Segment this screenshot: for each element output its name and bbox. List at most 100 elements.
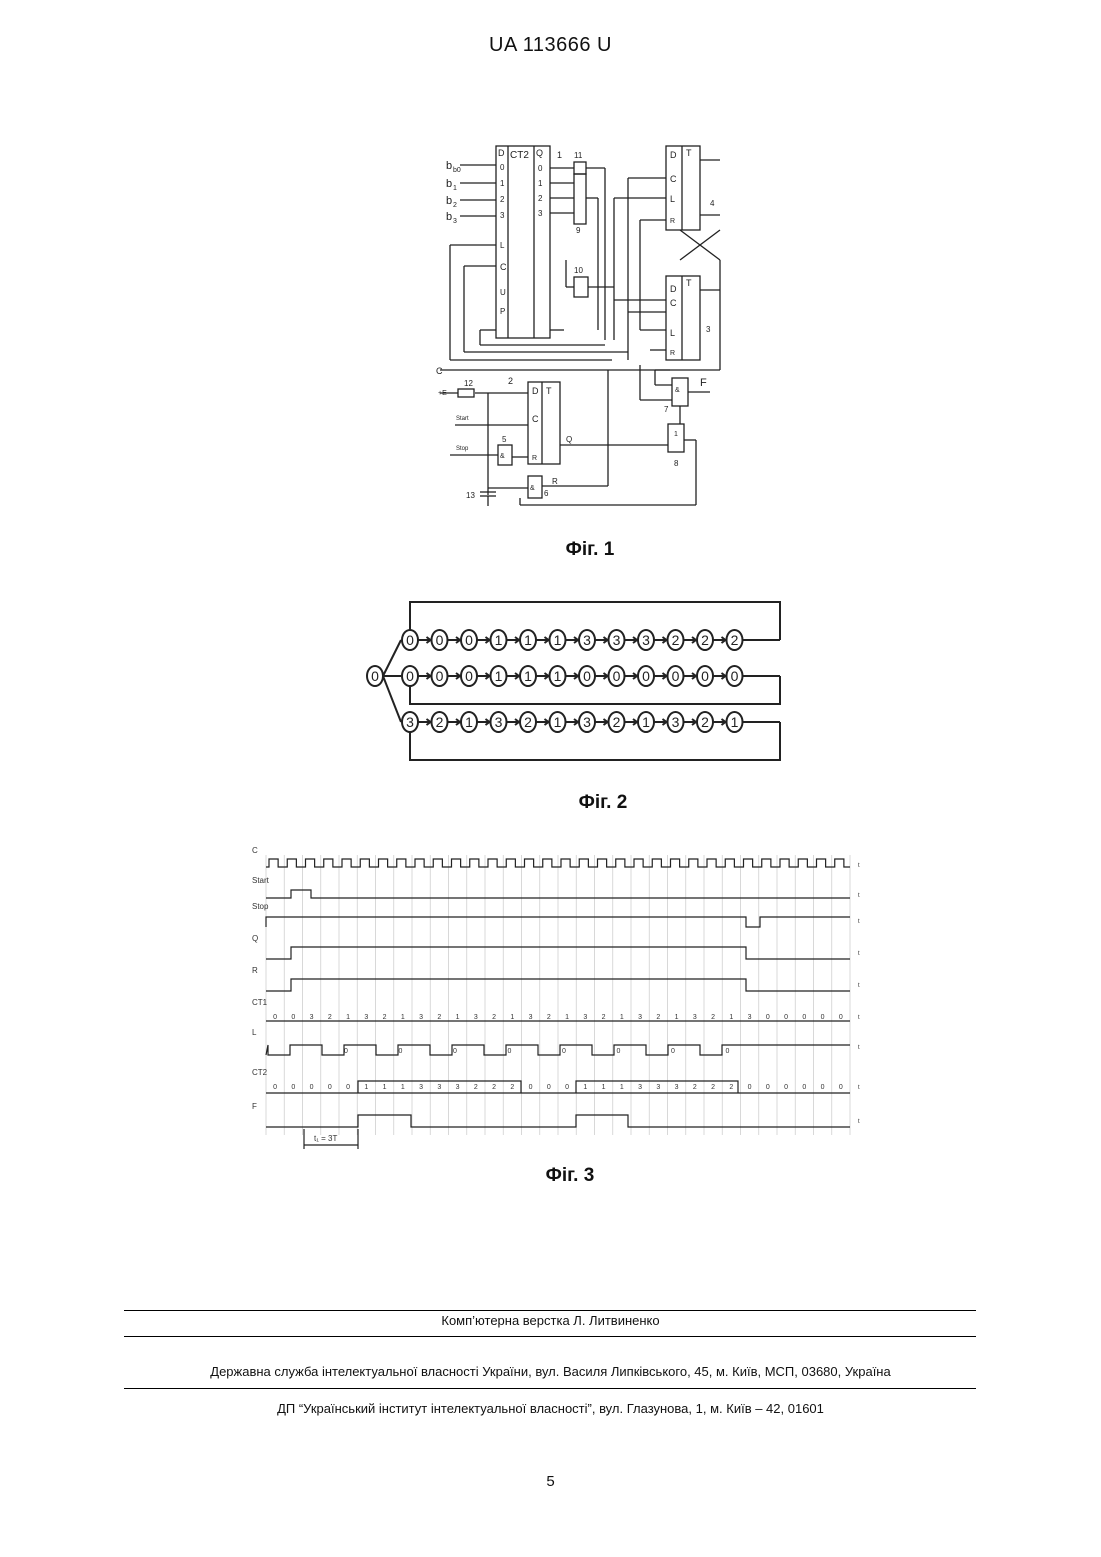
fig3-ct2-value: 0	[310, 1084, 314, 1091]
svg-text:R: R	[670, 218, 675, 225]
fig3-ct1-value: 1	[565, 1014, 569, 1021]
fig3-ct1-value: 1	[510, 1014, 514, 1021]
fig2-state-label: 3	[495, 714, 503, 730]
svg-text:12: 12	[464, 379, 473, 388]
svg-text:D: D	[498, 148, 505, 158]
svg-text:U: U	[500, 288, 506, 297]
fig2-state-label: 2	[731, 632, 739, 648]
fig3-ct1-value: 3	[474, 1014, 478, 1021]
footer-institute-address: ДП “Український інститут інтелектуальної…	[0, 1401, 1101, 1416]
fig2-state-label: 2	[701, 714, 709, 730]
svg-text:3: 3	[500, 211, 505, 220]
fig2-state-label: 0	[406, 668, 414, 684]
fig3-ct2-value: 0	[346, 1084, 350, 1091]
fig3-ct2-value: 0	[273, 1084, 277, 1091]
footer-service-address: Державна служба інтелектуальної власност…	[0, 1364, 1101, 1379]
fig3-time-mark: t	[858, 951, 860, 957]
fig2-state-label: 3	[672, 714, 680, 730]
fig3-ct2-value: 1	[364, 1084, 368, 1091]
fig2-state-label: 1	[731, 714, 739, 730]
footer-typesetting: Комп’ютерна верстка Л. Литвиненко	[0, 1313, 1101, 1328]
fig2-state-label: 1	[524, 632, 532, 648]
fig3-ct1-value: 3	[419, 1014, 423, 1021]
fig3-ct2-value: 3	[437, 1084, 441, 1091]
fig2-state-label: 1	[642, 714, 650, 730]
fig2-branch	[383, 676, 401, 722]
fig2-state-label: 0	[583, 668, 591, 684]
element-8	[668, 424, 684, 452]
fig3-l-value: 0	[344, 1048, 348, 1055]
svg-text:D: D	[532, 386, 539, 396]
footer-rule-top	[124, 1310, 976, 1311]
page-number: 5	[0, 1473, 1101, 1490]
fig2-state-label: 2	[613, 714, 621, 730]
fig2-start-label: 0	[371, 668, 379, 684]
fig3-ct2-value: 0	[565, 1084, 569, 1091]
fig3-ct2-value: 2	[693, 1084, 697, 1091]
fig3-ct1-value: 2	[602, 1014, 606, 1021]
fig3-annotation: t₁ = 3T	[314, 1134, 337, 1143]
fig2-state-label: 0	[613, 668, 621, 684]
svg-text:L: L	[670, 328, 675, 338]
svg-text:&: &	[500, 453, 505, 460]
svg-text:4: 4	[710, 199, 715, 208]
svg-text:T: T	[686, 148, 692, 158]
fig2-state-label: 1	[524, 668, 532, 684]
svg-text:&: &	[675, 387, 680, 394]
fig2-state-label: 2	[701, 632, 709, 648]
fig2-state-label: 1	[495, 632, 503, 648]
svg-text:D: D	[670, 150, 677, 160]
svg-text:R: R	[670, 350, 675, 357]
svg-text:0: 0	[500, 163, 505, 172]
svg-text:3: 3	[453, 218, 457, 225]
fig3-ct2-value: 0	[547, 1084, 551, 1091]
svg-text:3: 3	[706, 325, 711, 334]
fig3-time-mark: t	[858, 1119, 860, 1125]
element-11	[574, 162, 586, 174]
svg-text:1: 1	[453, 185, 457, 192]
fig3-signal-label: Stop	[252, 902, 269, 911]
fig2-state-label: 1	[495, 668, 503, 684]
svg-text:11: 11	[574, 151, 583, 160]
svg-text:8: 8	[674, 459, 679, 468]
fig2-state-label: 1	[465, 714, 473, 730]
fig3-ct2-value: 1	[602, 1084, 606, 1091]
footer-rule-bottom	[124, 1388, 976, 1389]
svg-text:P: P	[500, 307, 505, 316]
fig3-ct2-value: 0	[821, 1084, 825, 1091]
fig3-ct2-value: 0	[529, 1084, 533, 1091]
svg-text:b: b	[446, 195, 452, 207]
fig3-ct1-value: 1	[346, 1014, 350, 1021]
fig3-ct1-value: 2	[492, 1014, 496, 1021]
fig3-signal-label: L	[252, 1028, 257, 1037]
fig3-l-value: 0	[617, 1048, 621, 1055]
fig2-state-label: 0	[701, 668, 709, 684]
fig3-ct2-value: 2	[510, 1084, 514, 1091]
svg-text:b: b	[446, 178, 452, 190]
fig3-ct2-value: 0	[328, 1084, 332, 1091]
fig2-state-label: 1	[554, 632, 562, 648]
svg-text:T: T	[546, 386, 552, 396]
fig2-state-label: 0	[465, 668, 473, 684]
fig2-state-label: 0	[465, 632, 473, 648]
fig3-ct1-value: 0	[821, 1014, 825, 1021]
svg-text:C: C	[436, 366, 443, 376]
fig3-ct1-value: 0	[784, 1014, 788, 1021]
fig3-l-value: 0	[399, 1048, 403, 1055]
svg-text:2: 2	[508, 376, 513, 386]
fig3-ct1-value: 3	[310, 1014, 314, 1021]
fig3-l-value: 0	[671, 1048, 675, 1055]
fig2-state-label: 3	[583, 632, 591, 648]
svg-text:7: 7	[664, 405, 669, 414]
fig3-ct2-value: 1	[583, 1084, 587, 1091]
fig2-state-label: 2	[436, 714, 444, 730]
fig3-ct2-value: 0	[766, 1084, 770, 1091]
svg-text:Q: Q	[566, 435, 572, 444]
fig3-l-value: 0	[453, 1048, 457, 1055]
element-10	[574, 277, 588, 297]
fig3-time-mark: t	[858, 983, 860, 989]
fig3-l-value: 0	[508, 1048, 512, 1055]
fig3-ct1-value: 2	[711, 1014, 715, 1021]
fig3-signal-label: Q	[252, 934, 258, 943]
svg-text:2: 2	[500, 195, 505, 204]
